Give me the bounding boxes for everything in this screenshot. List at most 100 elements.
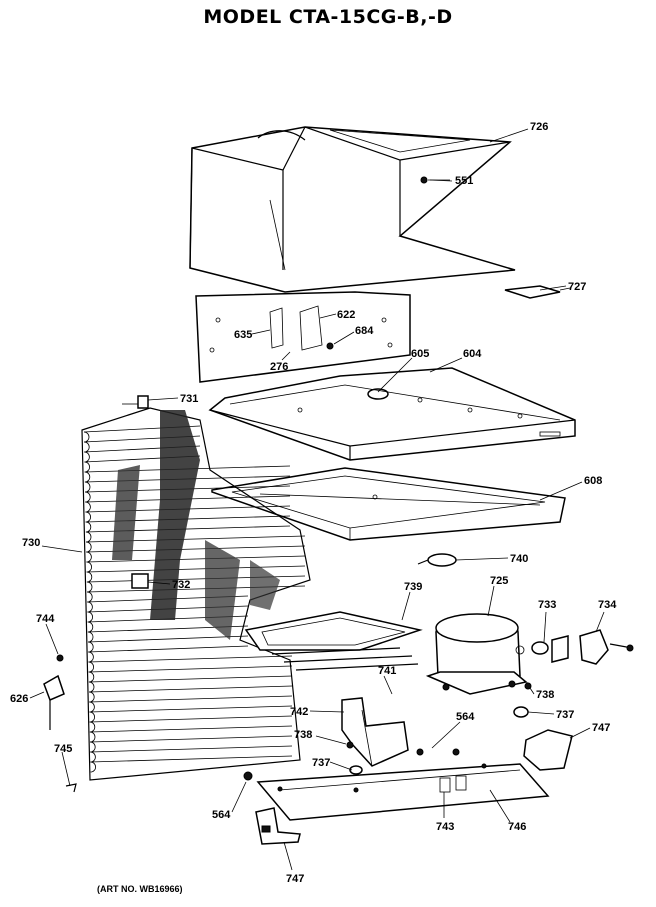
callout-276: 276 bbox=[270, 361, 288, 373]
coil-bend bbox=[86, 561, 92, 573]
coil-bend bbox=[86, 581, 93, 593]
callout-622: 622 bbox=[337, 309, 355, 321]
coil-bend bbox=[84, 471, 91, 483]
part-744 bbox=[56, 654, 64, 662]
drain-tray-part bbox=[211, 467, 566, 541]
coil-bend bbox=[90, 751, 96, 763]
coil-bend bbox=[88, 681, 95, 693]
callout-732: 732 bbox=[172, 579, 190, 591]
callout-608: 608 bbox=[584, 475, 602, 487]
callout-740: 740 bbox=[510, 553, 528, 565]
bracket-747b-part bbox=[255, 807, 301, 845]
callout-737-right: 737 bbox=[556, 709, 574, 721]
callout-738-right: 738 bbox=[536, 689, 554, 701]
coil-bend bbox=[85, 511, 91, 523]
callout-747-bottom: 747 bbox=[286, 873, 304, 885]
coil-tube bbox=[89, 695, 293, 703]
coil-bend bbox=[88, 671, 95, 683]
coil-bend bbox=[85, 501, 91, 513]
sensor-740-part bbox=[417, 553, 457, 567]
callout-744: 744 bbox=[36, 613, 55, 625]
coil-bend bbox=[89, 691, 95, 703]
callout-745: 745 bbox=[54, 743, 72, 755]
evaporator-tray-part bbox=[244, 611, 423, 671]
coil-tube bbox=[86, 565, 306, 573]
callout-746: 746 bbox=[508, 821, 526, 833]
coil-bend bbox=[88, 641, 94, 653]
bracket-747-part bbox=[523, 729, 573, 771]
bracket-731-part bbox=[122, 395, 149, 409]
screw-564b-part bbox=[243, 771, 253, 781]
coil-tube bbox=[88, 655, 293, 663]
callout-739: 739 bbox=[404, 581, 422, 593]
coil-bend bbox=[87, 611, 93, 623]
callout-733: 733 bbox=[538, 599, 556, 611]
callout-727: 727 bbox=[568, 281, 586, 293]
coil-tube bbox=[90, 735, 293, 743]
coil-tube bbox=[88, 635, 249, 643]
leader-lines bbox=[29, 128, 605, 871]
overload-cord-626-part bbox=[43, 674, 65, 730]
coil-bend bbox=[85, 521, 92, 533]
back-panel-part bbox=[195, 291, 411, 383]
coil-tube bbox=[90, 745, 293, 753]
coil-tube bbox=[86, 555, 306, 563]
condenser-coil-part bbox=[81, 407, 311, 781]
coil-bend bbox=[87, 621, 94, 633]
coil-tube bbox=[88, 645, 249, 653]
coil-bend bbox=[83, 431, 90, 443]
callout-564-center: 564 bbox=[456, 711, 475, 723]
bracket-742-part bbox=[341, 697, 409, 767]
callout-684: 684 bbox=[355, 325, 374, 337]
base-rail-746-part bbox=[256, 763, 550, 821]
callout-731: 731 bbox=[180, 393, 198, 405]
coil-tube bbox=[89, 725, 293, 733]
callout-725: 725 bbox=[490, 575, 508, 587]
callout-737-left: 737 bbox=[312, 757, 330, 769]
coil-bend bbox=[87, 601, 93, 613]
cabinet-wrapper-part bbox=[189, 126, 516, 293]
coil-bend bbox=[89, 731, 96, 743]
callout-604: 604 bbox=[463, 348, 482, 360]
coil-bend bbox=[87, 631, 94, 643]
relay-733-part bbox=[531, 635, 569, 663]
coil-bend bbox=[86, 551, 92, 563]
callout-730: 730 bbox=[22, 537, 40, 549]
coil-bend bbox=[90, 741, 96, 753]
callout-741: 741 bbox=[378, 665, 396, 677]
callout-635: 635 bbox=[234, 329, 252, 341]
grommet-737b-part bbox=[349, 765, 363, 775]
coil-bend bbox=[89, 701, 95, 713]
callout-738-left: 738 bbox=[294, 729, 312, 741]
clip-745-part bbox=[65, 783, 77, 793]
coil-bend bbox=[88, 651, 94, 663]
coil-tube bbox=[90, 755, 293, 763]
screw-564-part bbox=[416, 748, 460, 756]
grommet-737-part bbox=[513, 706, 529, 718]
grommet-738b-part bbox=[346, 741, 354, 749]
callout-626: 626 bbox=[10, 693, 28, 705]
coil-bend bbox=[86, 571, 93, 583]
coil-bend bbox=[84, 441, 90, 453]
coil-bend bbox=[86, 541, 92, 553]
callout-742: 742 bbox=[290, 706, 308, 718]
grommet-738-part bbox=[524, 682, 532, 690]
coil-tube bbox=[88, 675, 293, 683]
base-pan-part bbox=[208, 367, 576, 461]
clip-727-part bbox=[504, 285, 571, 299]
coil-tube bbox=[88, 665, 293, 673]
compressor-725-part bbox=[425, 613, 528, 695]
coil-bend bbox=[90, 761, 96, 773]
coil-bend bbox=[85, 491, 91, 503]
coil-tube bbox=[89, 685, 293, 693]
coil-tube bbox=[89, 715, 293, 723]
coil-bend bbox=[84, 451, 90, 463]
terminal-cover-734-part bbox=[579, 629, 634, 665]
callout-726: 726 bbox=[530, 121, 548, 133]
diagram-title: MODEL CTA-15CG-B,-D bbox=[203, 6, 453, 28]
callout-734: 734 bbox=[598, 599, 617, 611]
callout-551: 551 bbox=[455, 175, 473, 187]
coil-bend bbox=[84, 461, 90, 473]
coil-tube bbox=[89, 705, 293, 713]
